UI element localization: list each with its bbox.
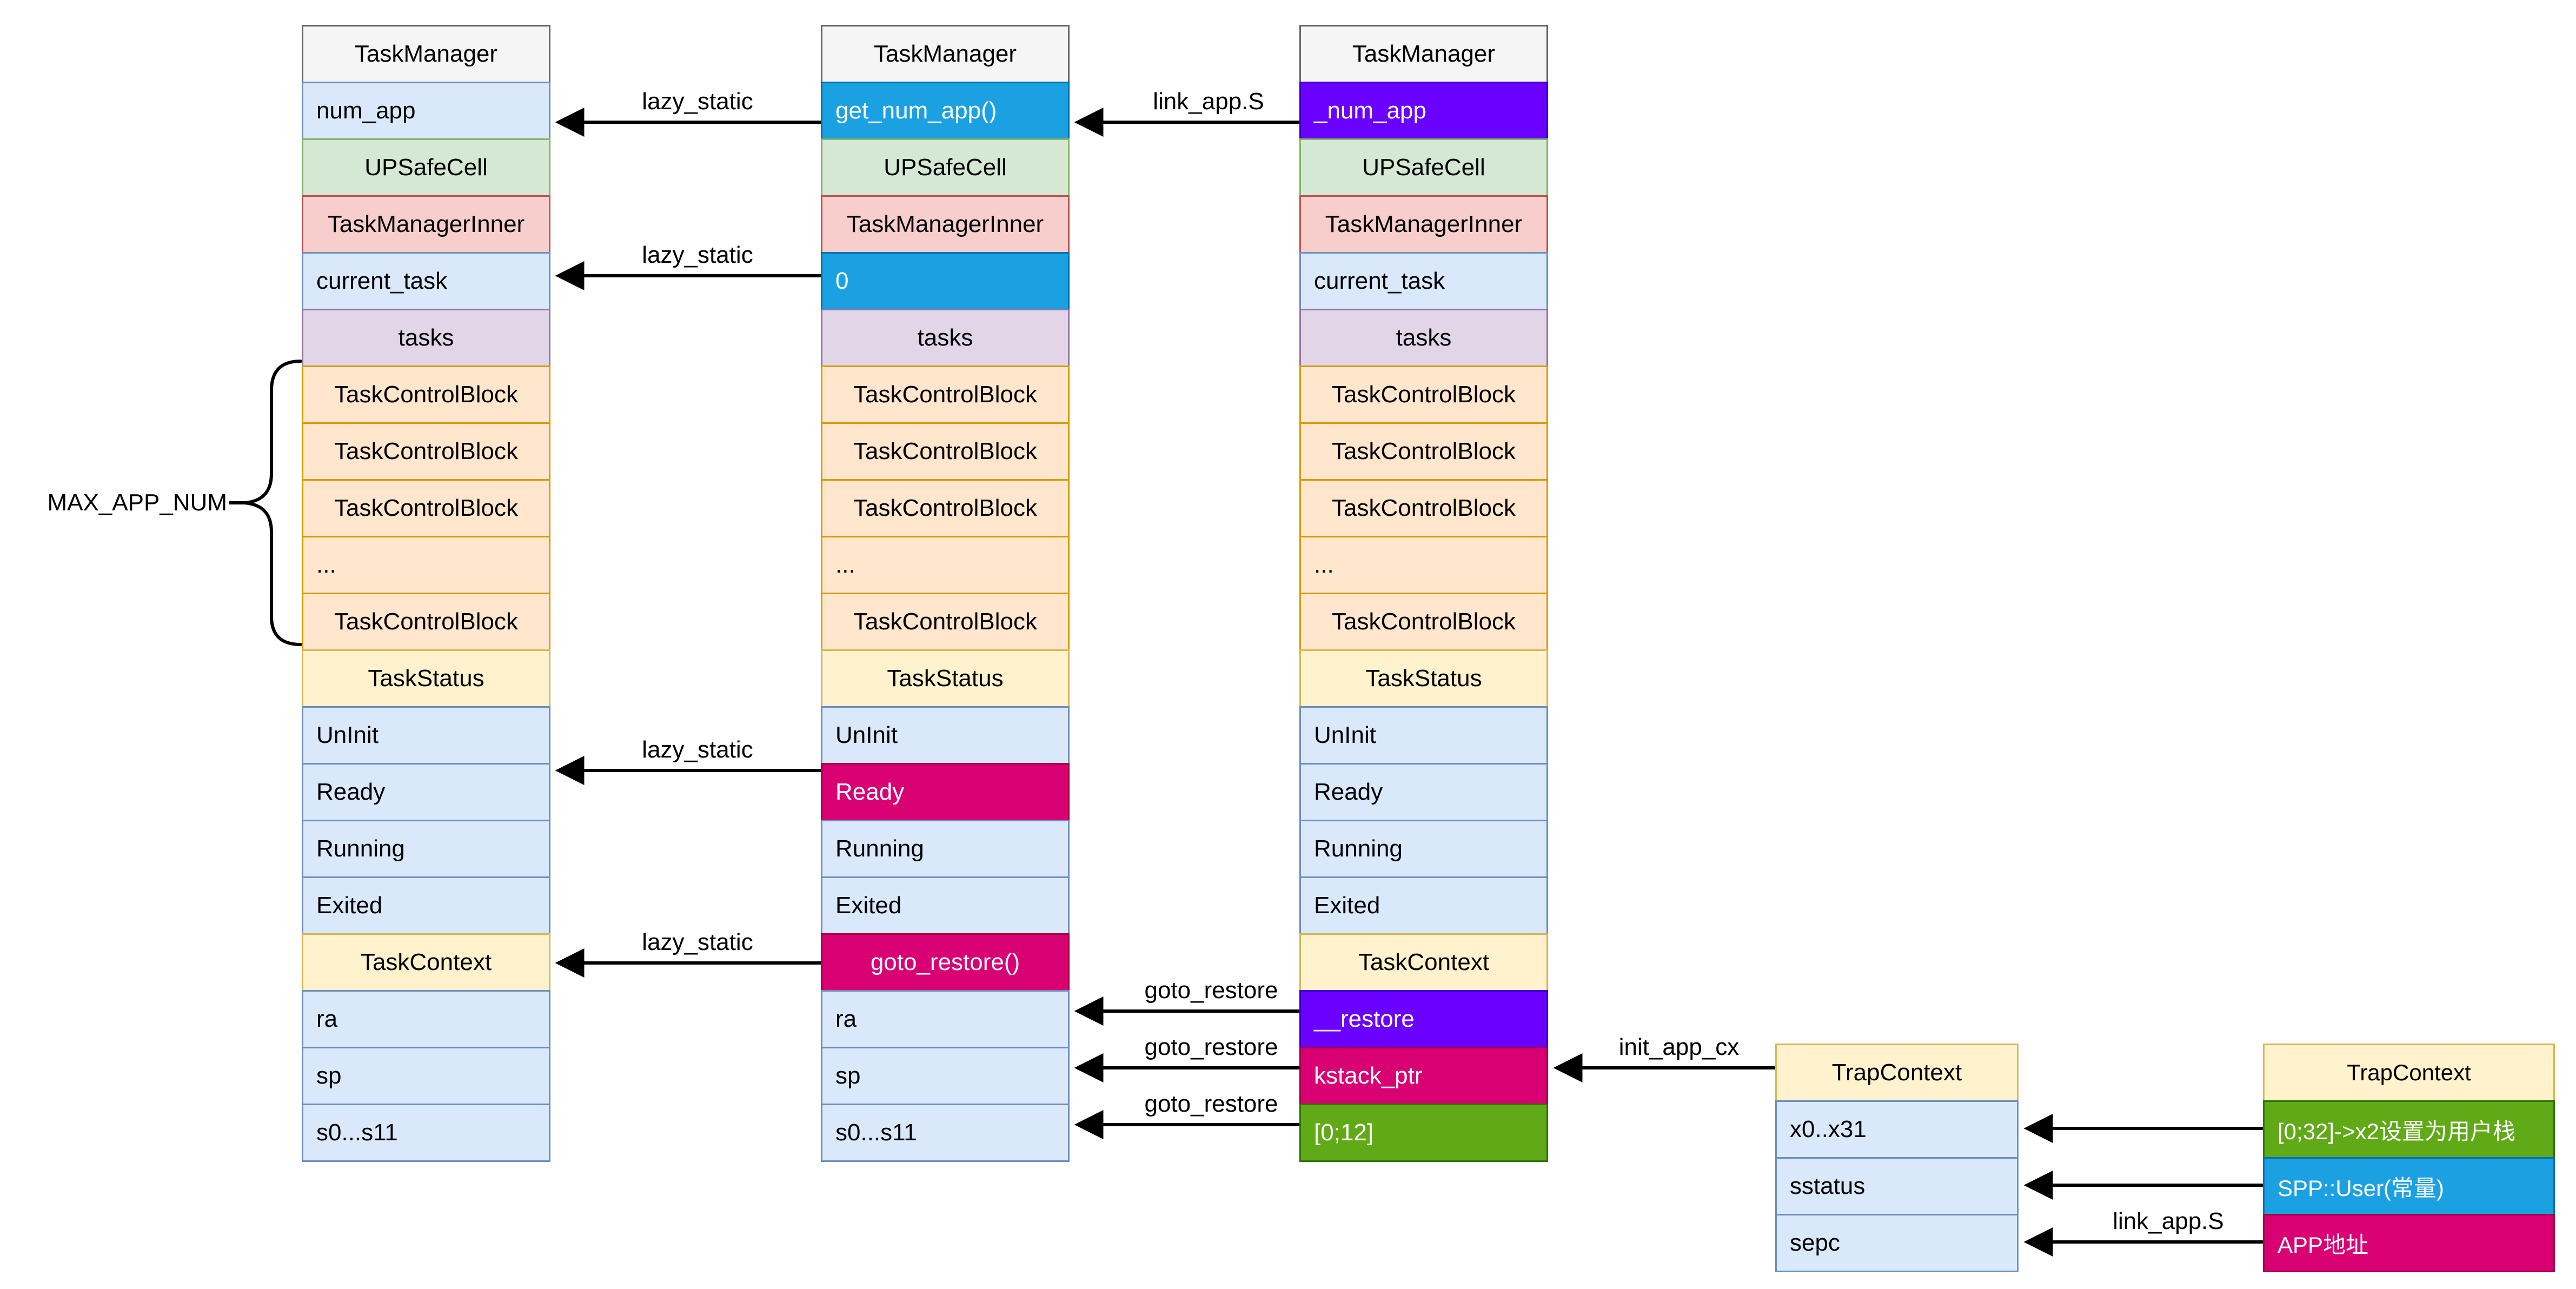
cell-x0-x31: x0..x31 [1775, 1100, 2019, 1159]
cell-taskcontrolblock: TaskControlBlock [302, 422, 550, 481]
arrow-label-goto-restore: goto_restore [1144, 1091, 1278, 1117]
cell-exited: Exited [1299, 876, 1548, 935]
cell-uninit: UnInit [302, 706, 550, 765]
cell-ready: Ready [1299, 763, 1548, 821]
cell-ready: Ready [302, 763, 550, 821]
cell-taskcontrolblock: TaskControlBlock [302, 479, 550, 537]
cell-uninit: UnInit [1299, 706, 1548, 765]
arrow-label-lazy-static: lazy_static [642, 736, 753, 763]
cell-taskmanager-title: TaskManager [1299, 25, 1548, 83]
cell-uninit: UnInit [821, 706, 1070, 765]
cell-taskcontext: TaskContext [302, 933, 550, 992]
max-app-num-brace [244, 360, 302, 646]
cell-taskmanagerinner: TaskManagerInner [821, 195, 1070, 254]
cell-taskcontrolblock: TaskControlBlock [1299, 479, 1548, 537]
cell-tasks: tasks [1299, 309, 1548, 367]
cell-kstack-ptr: kstack_ptr [1299, 1047, 1548, 1105]
cell-taskstatus: TaskStatus [302, 649, 550, 708]
struct-taskmanager-3: TaskManager _num_app UPSafeCell TaskMana… [1299, 25, 1548, 1162]
cell-ra: ra [302, 990, 550, 1048]
cell-s0-s11: s0...s11 [302, 1104, 550, 1162]
arrow-label-lazy-static: lazy_static [642, 929, 753, 955]
cell-taskcontrolblock: TaskControlBlock [821, 593, 1070, 651]
arrow-label-goto-restore: goto_restore [1144, 977, 1278, 1004]
arrow-label-lazy-static: lazy_static [642, 88, 753, 115]
cell-current-task-value: 0 [821, 252, 1070, 310]
cell-sp: sp [302, 1047, 550, 1105]
cell-tasks: tasks [821, 309, 1070, 367]
cell-taskcontrolblock: TaskControlBlock [302, 366, 550, 424]
cell-tasks: tasks [302, 309, 550, 367]
cell-taskcontrolblock: TaskControlBlock [821, 479, 1070, 537]
cell-restore: __restore [1299, 990, 1548, 1048]
cell-user-stack-init: [0;32]->x2设置为用户栈 [2263, 1100, 2555, 1159]
cell-taskcontext: TaskContext [1299, 933, 1548, 992]
cell-taskmanagerinner: TaskManagerInner [1299, 195, 1548, 254]
cell-running: Running [302, 820, 550, 878]
cell-taskmanager-title: TaskManager [821, 25, 1070, 83]
cell-ellipsis: ... [302, 536, 550, 594]
struct-trapcontext-1: TrapContext x0..x31 sstatus sepc [1775, 1044, 2019, 1272]
cell-num-app: num_app [302, 82, 550, 140]
cell-taskcontrolblock: TaskControlBlock [1299, 366, 1548, 424]
cell-ready-selected: Ready [821, 763, 1070, 821]
arrow-label-link-app-s: link_app.S [2113, 1208, 2224, 1234]
cell-goto-restore: goto_restore() [821, 933, 1070, 992]
struct-taskmanager-1: TaskManager num_app UPSafeCell TaskManag… [302, 25, 550, 1162]
cell-exited: Exited [302, 876, 550, 935]
cell-taskcontrolblock: TaskControlBlock [1299, 593, 1548, 651]
cell-trapcontext-title: TrapContext [1775, 1044, 2019, 1102]
cell-taskcontrolblock: TaskControlBlock [1299, 422, 1548, 481]
cell-running: Running [1299, 820, 1548, 878]
cell-0-12: [0;12] [1299, 1104, 1548, 1162]
cell-running: Running [821, 820, 1070, 878]
arrow-label-lazy-static: lazy_static [642, 242, 753, 268]
cell-sepc: sepc [1775, 1214, 2019, 1272]
cell-current-task: current_task [302, 252, 550, 310]
cell-taskcontrolblock: TaskControlBlock [821, 366, 1070, 424]
cell-taskmanagerinner: TaskManagerInner [302, 195, 550, 254]
cell-trapcontext-title: TrapContext [2263, 1044, 2555, 1102]
cell-ellipsis: ... [1299, 536, 1548, 594]
cell-current-task: current_task [1299, 252, 1548, 310]
cell-taskstatus: TaskStatus [821, 649, 1070, 708]
cell-upsafecell: UPSafeCell [821, 138, 1070, 197]
cell-sp: sp [821, 1047, 1070, 1105]
arrow-label-goto-restore: goto_restore [1144, 1034, 1278, 1060]
cell-get-num-app: get_num_app() [821, 82, 1070, 140]
cell-ra: ra [821, 990, 1070, 1048]
cell-exited: Exited [821, 876, 1070, 935]
cell-underscore-num-app: _num_app [1299, 82, 1548, 140]
cell-ellipsis: ... [821, 536, 1070, 594]
struct-taskmanager-2: TaskManager get_num_app() UPSafeCell Tas… [821, 25, 1070, 1162]
cell-taskmanager-title: TaskManager [302, 25, 550, 83]
arrow-label-init-app-cx: init_app_cx [1618, 1034, 1740, 1060]
cell-upsafecell: UPSafeCell [1299, 138, 1548, 197]
cell-taskcontrolblock: TaskControlBlock [821, 422, 1070, 481]
max-app-num-label: MAX_APP_NUM [47, 489, 227, 516]
cell-app-address: APP地址 [2263, 1214, 2555, 1272]
cell-spp-user: SPP::User(常量) [2263, 1157, 2555, 1215]
cell-s0-s11: s0...s11 [821, 1104, 1070, 1162]
cell-taskstatus: TaskStatus [1299, 649, 1548, 708]
struct-trapcontext-2: TrapContext [0;32]->x2设置为用户栈 SPP::User(常… [2263, 1044, 2555, 1272]
cell-taskcontrolblock: TaskControlBlock [302, 593, 550, 651]
arrow-label-link-app-s: link_app.S [1153, 88, 1264, 115]
cell-sstatus: sstatus [1775, 1157, 2019, 1215]
cell-upsafecell: UPSafeCell [302, 138, 550, 197]
